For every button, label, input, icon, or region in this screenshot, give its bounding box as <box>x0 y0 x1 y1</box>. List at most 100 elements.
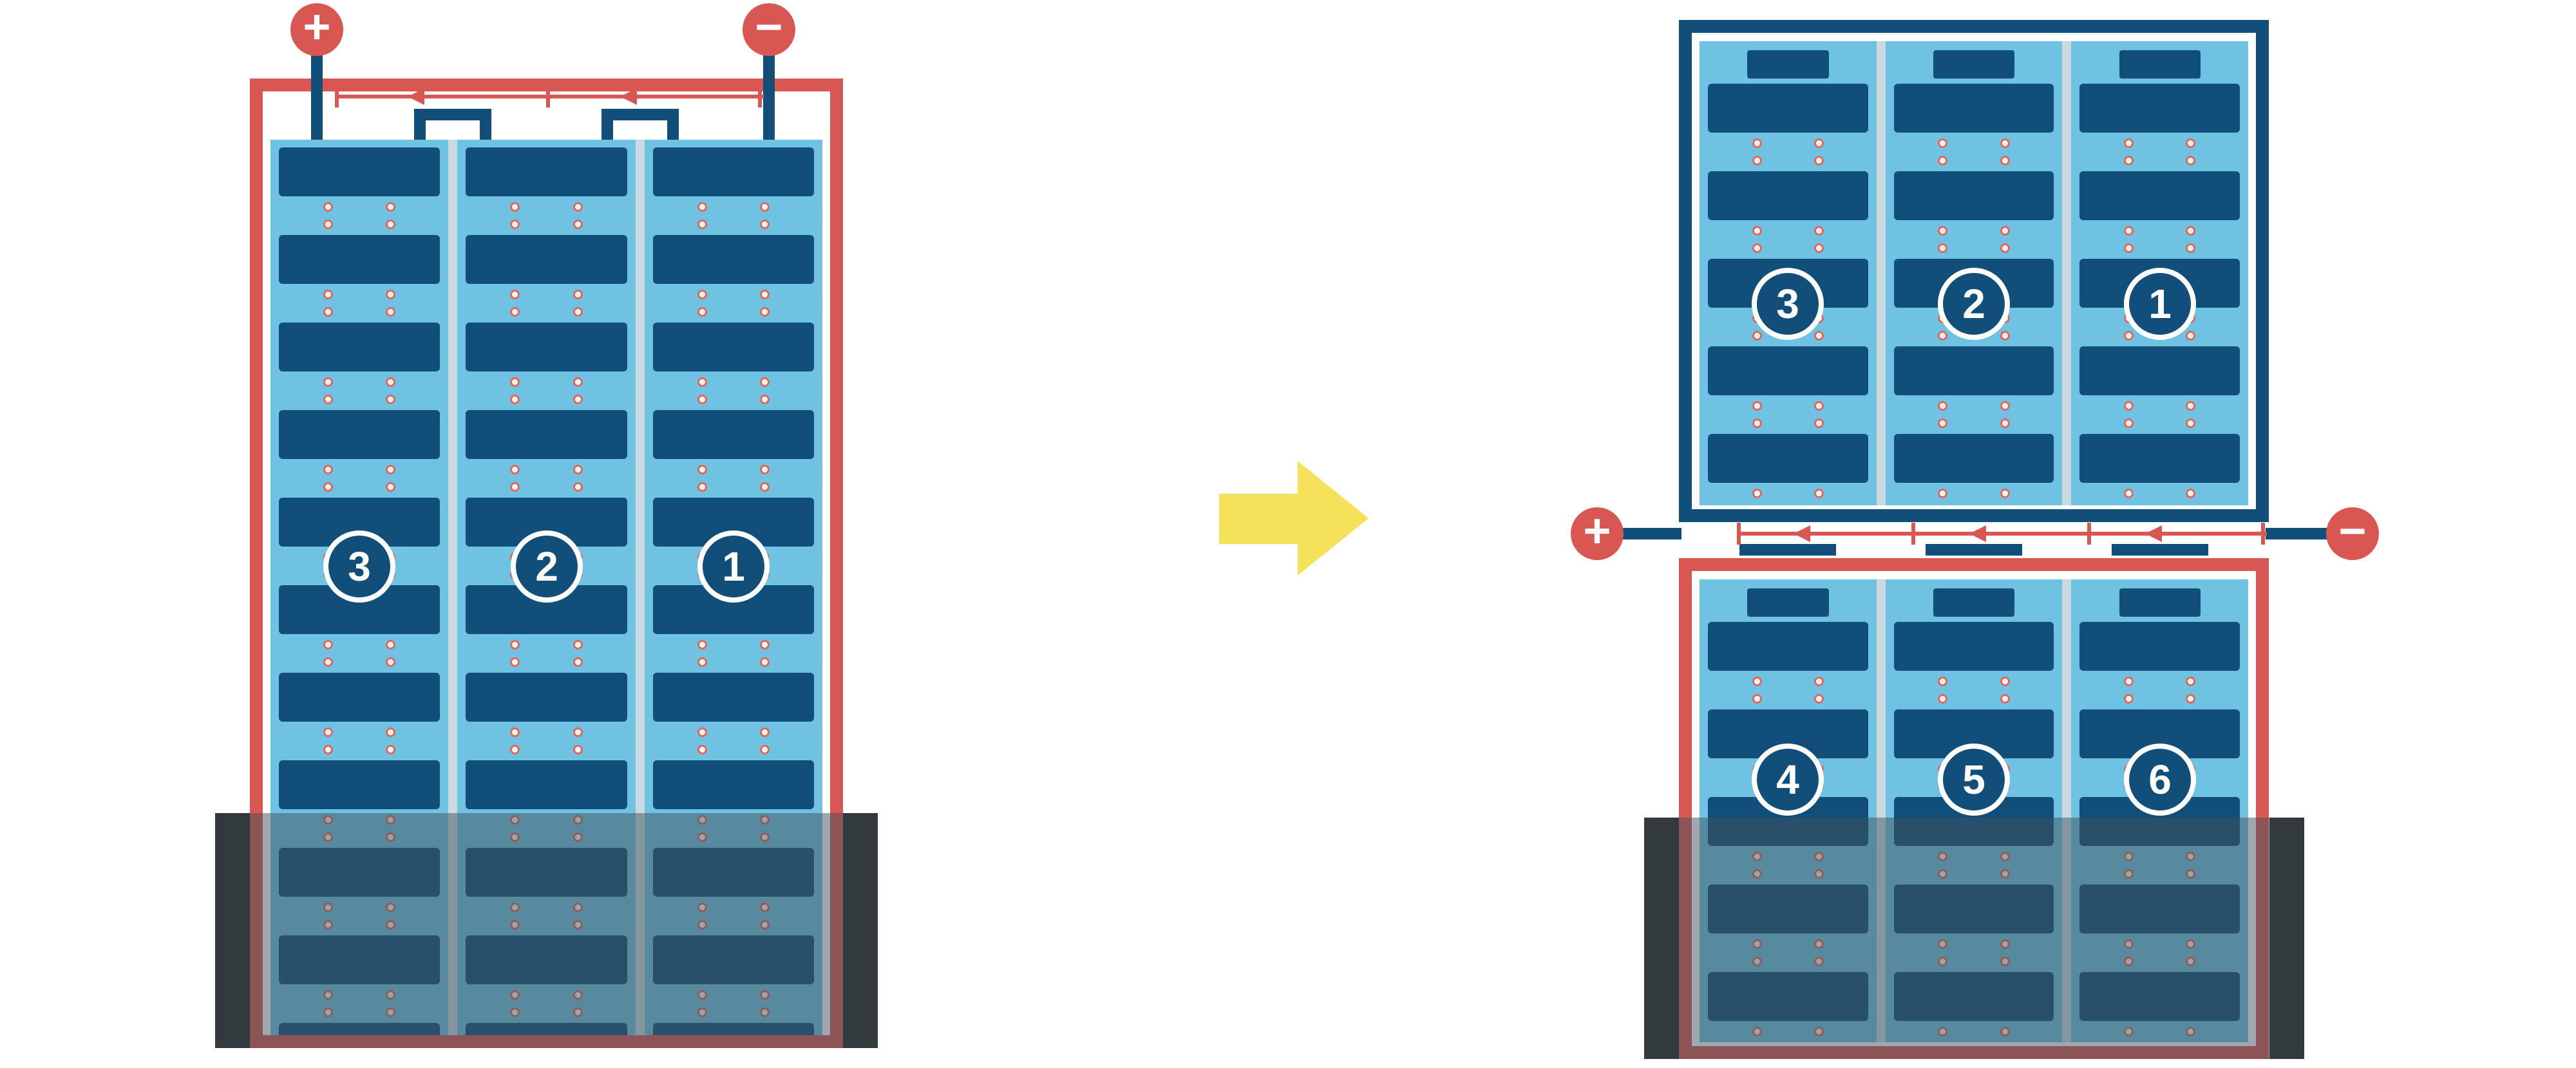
solder-dot <box>2186 156 2196 165</box>
solder-dot-cluster <box>323 202 334 229</box>
solder-dot-cluster <box>759 640 770 667</box>
solder-dot-cluster <box>1938 226 1948 253</box>
solder-dot <box>573 727 583 737</box>
cell-bar <box>652 410 814 459</box>
solder-dot <box>386 745 396 754</box>
transform-arrow-head-icon <box>1298 461 1368 576</box>
solder-dot-cluster <box>1938 138 1948 165</box>
left-string-badge-1: 1 <box>697 530 770 603</box>
cell-bar <box>279 410 440 459</box>
solder-dots-row <box>270 284 448 323</box>
left-positive-terminal: + <box>290 3 343 56</box>
solder-dot <box>1938 852 1948 861</box>
solder-dot <box>2123 852 2134 861</box>
solder-dot-cluster <box>323 815 334 842</box>
solder-dot <box>2000 852 2010 861</box>
current-arrow-icon <box>1969 525 1986 542</box>
solder-dot <box>386 482 396 492</box>
solder-dot <box>386 465 396 474</box>
cell-bar <box>652 323 814 371</box>
solder-dot <box>1814 957 1824 966</box>
cell-bar <box>279 235 440 284</box>
solder-dot-cluster <box>2000 138 2010 165</box>
solder-dot <box>510 815 520 825</box>
solder-dot-cluster <box>510 202 520 229</box>
right-string-badge-2: 2 <box>1938 268 2010 340</box>
solder-dot-cluster <box>2186 852 2196 879</box>
solder-dots-row <box>645 284 822 323</box>
solder-dot <box>1938 869 1948 879</box>
solder-dot <box>759 377 770 387</box>
cell-bar <box>2079 346 2240 395</box>
solder-dot <box>510 395 520 404</box>
right-bottom-module-panel: 4 5 6 <box>1679 558 2269 1059</box>
solder-dot <box>386 307 396 317</box>
solder-dot-cluster <box>697 290 707 317</box>
cell-bar <box>1708 434 1868 483</box>
solder-dot <box>2123 694 2134 704</box>
solder-dot-cluster <box>1814 677 1824 704</box>
solder-dot <box>573 395 583 404</box>
solder-dot <box>2123 869 2134 879</box>
solder-dot <box>1752 243 1762 253</box>
tick <box>546 86 550 108</box>
solder-dot <box>2186 939 2196 949</box>
solder-dot <box>2123 401 2134 411</box>
cell-bar <box>2079 622 2240 671</box>
solder-dot <box>2186 694 2196 704</box>
solder-dot <box>2123 677 2134 686</box>
cell-bar <box>1708 84 1868 133</box>
solder-dots-row <box>457 196 635 235</box>
cell-bar <box>466 323 627 371</box>
cell-bar <box>466 848 627 897</box>
solder-dot <box>386 815 396 825</box>
solder-dot <box>1752 957 1762 966</box>
solder-dot-cluster <box>1752 1027 1762 1042</box>
cell-tab <box>1747 588 1829 617</box>
solder-dot <box>323 482 334 492</box>
solder-dot-cluster <box>2000 489 2010 505</box>
solder-dot-cluster <box>1938 489 1948 505</box>
solder-dots-row <box>2071 846 2248 885</box>
cell-bar <box>1893 972 2054 1021</box>
solder-dot-cluster <box>2186 489 2196 505</box>
solder-dot <box>386 920 396 930</box>
tick <box>2261 523 2265 545</box>
solder-dot <box>2000 418 2010 428</box>
solder-dot-cluster <box>1814 226 1824 253</box>
solder-dot <box>759 832 770 842</box>
solder-dot <box>510 657 520 667</box>
solder-dot <box>759 465 770 474</box>
solder-dot <box>1814 869 1824 879</box>
solder-dot <box>697 920 707 930</box>
plus-icon: + <box>303 0 331 53</box>
solder-dot <box>1814 489 1824 498</box>
cell-bar <box>1708 885 1868 933</box>
cell-bar <box>466 935 627 984</box>
solder-dot <box>2123 331 2134 341</box>
solder-dot <box>1814 677 1824 686</box>
transform-arrow-icon <box>1219 494 1298 544</box>
solder-dot-cluster <box>1752 138 1762 165</box>
solder-dots-row <box>270 984 448 1023</box>
solder-dot <box>2186 226 2196 236</box>
solder-dot <box>386 377 396 387</box>
solder-dot-cluster <box>2123 939 2134 966</box>
solder-dot-cluster <box>323 465 334 492</box>
solder-dot-cluster <box>2123 677 2134 704</box>
solder-dot <box>1814 243 1824 253</box>
right-positive-lead <box>1620 528 1681 539</box>
cell-bar <box>279 935 440 984</box>
solder-dot-cluster <box>2186 939 2196 966</box>
solder-dots-row <box>2071 133 2248 171</box>
solder-dot <box>323 377 334 387</box>
solder-dot <box>2000 939 2010 949</box>
solder-dot <box>573 815 583 825</box>
solder-dot <box>697 903 707 912</box>
solder-dot <box>759 290 770 299</box>
solder-dot <box>759 1007 770 1017</box>
cell-bar <box>652 235 814 284</box>
solder-dot <box>2186 401 2196 411</box>
solder-dots-row <box>457 722 635 760</box>
solder-dot <box>386 290 396 299</box>
